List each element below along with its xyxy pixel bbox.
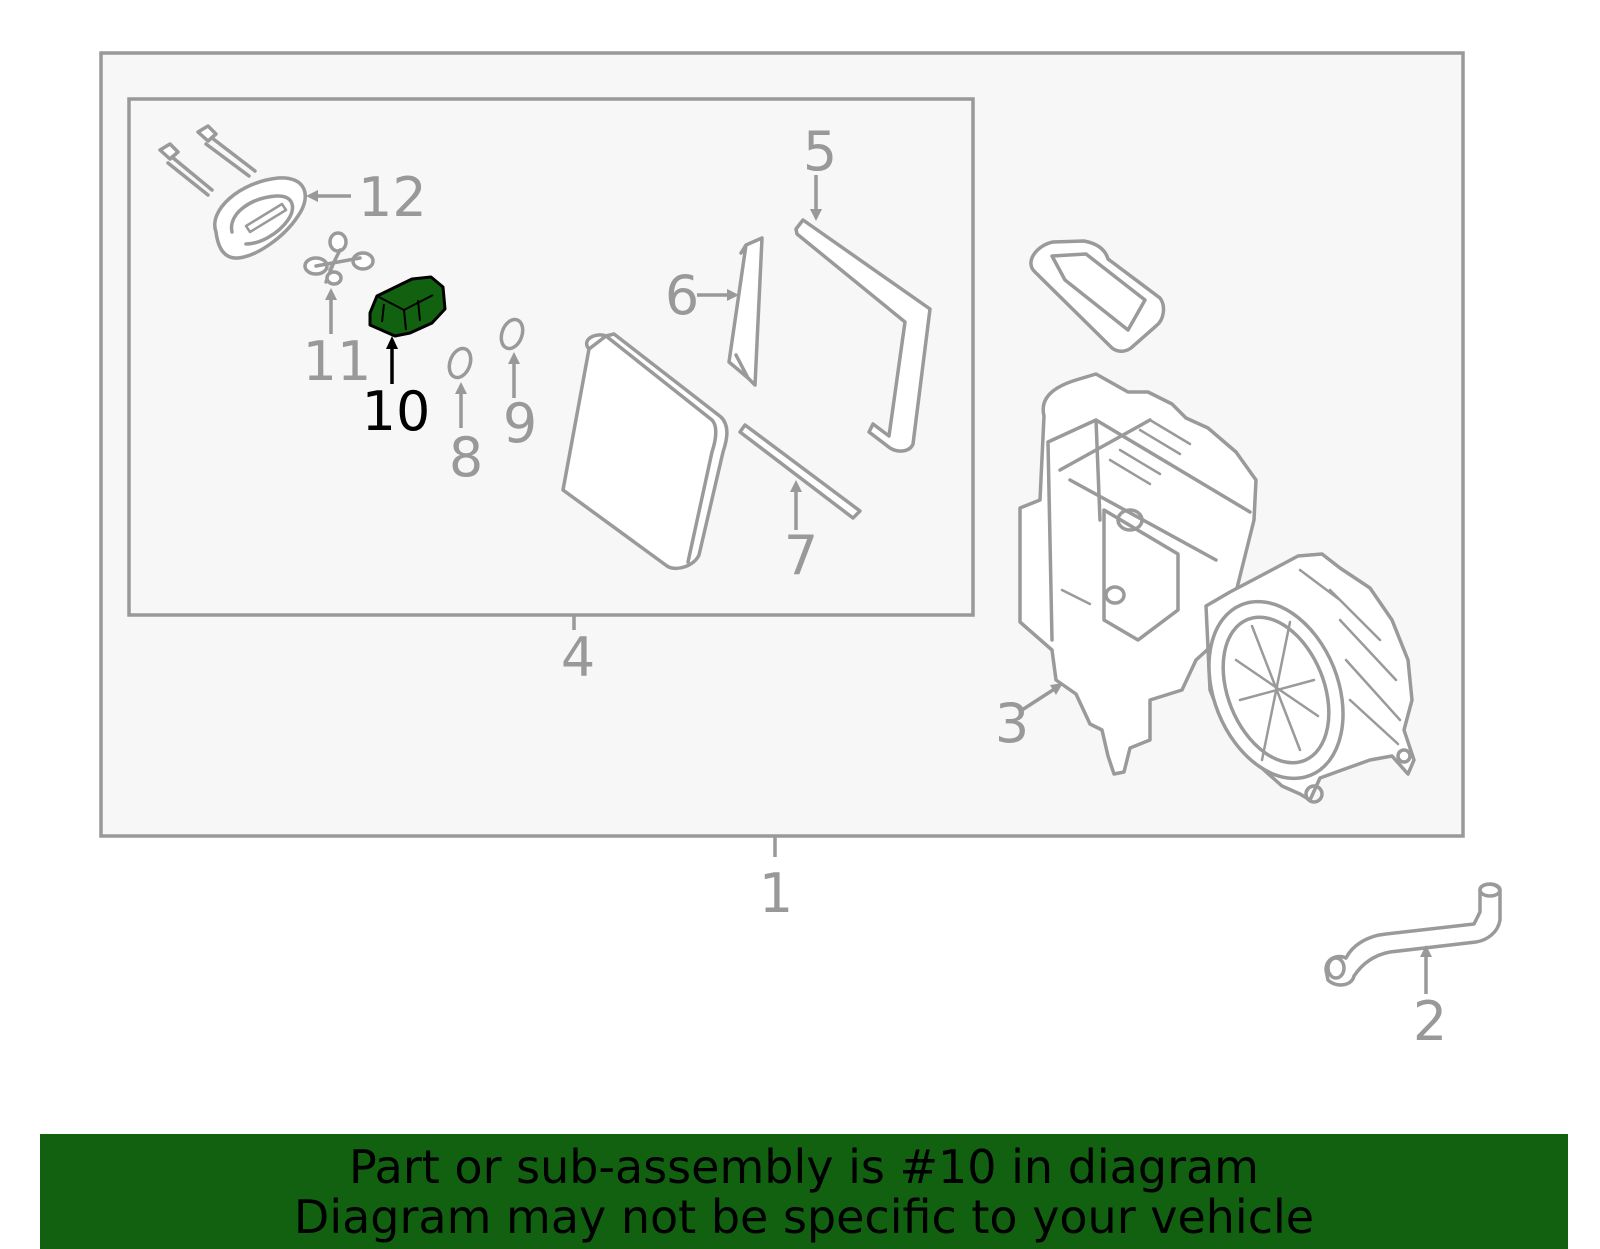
leader-arrow-10 [386, 336, 398, 384]
leader-arrow-3 [1021, 683, 1063, 712]
callout-1: 1 [759, 862, 793, 925]
leader-arrow-12 [306, 190, 351, 202]
callout-5: 5 [803, 120, 837, 183]
part-7-seal [738, 423, 862, 520]
part-10-highlighted-module [368, 275, 447, 338]
part-6-seal [727, 236, 764, 387]
leader-arrow-5 [810, 175, 822, 221]
leader-arrow-9 [508, 352, 520, 398]
callout-3: 3 [995, 692, 1029, 755]
banner-line-1: Part or sub-assembly is #10 in diagram [349, 1140, 1259, 1194]
part-8-o-ring [447, 346, 473, 380]
leader-arrow-2 [1420, 945, 1432, 994]
part-9-o-ring [499, 317, 525, 351]
callout-10: 10 [362, 380, 431, 443]
banner-line-2: Diagram may not be specific to your vehi… [293, 1190, 1315, 1244]
callout-7: 7 [784, 524, 818, 587]
inner-assembly-box [127, 97, 975, 617]
callout-8: 8 [449, 426, 483, 489]
evaporator-core [561, 332, 729, 571]
leader-arrow-8 [455, 382, 467, 428]
callout-11: 11 [303, 330, 372, 393]
leader-arrow-7 [790, 480, 802, 530]
info-banner: Part or sub-assembly is #10 in diagram D… [40, 1134, 1568, 1249]
leader-arrow-6 [697, 289, 739, 301]
callout-12: 12 [358, 166, 427, 229]
callout-9: 9 [503, 392, 537, 455]
parts-diagram: 1 2 3 4 5 6 7 8 9 10 11 12 [99, 51, 1502, 1053]
part-12-bolts-and-gasket [158, 124, 307, 260]
callout-4: 4 [561, 626, 595, 689]
leader-arrow-11 [325, 288, 337, 334]
callout-6: 6 [665, 264, 699, 327]
callout-2: 2 [1413, 990, 1447, 1053]
part-2-drain-hose [1324, 882, 1502, 987]
part-1-hvac-case [1018, 239, 1416, 804]
part-11-clips [303, 231, 375, 286]
part-5-seal [794, 218, 932, 453]
